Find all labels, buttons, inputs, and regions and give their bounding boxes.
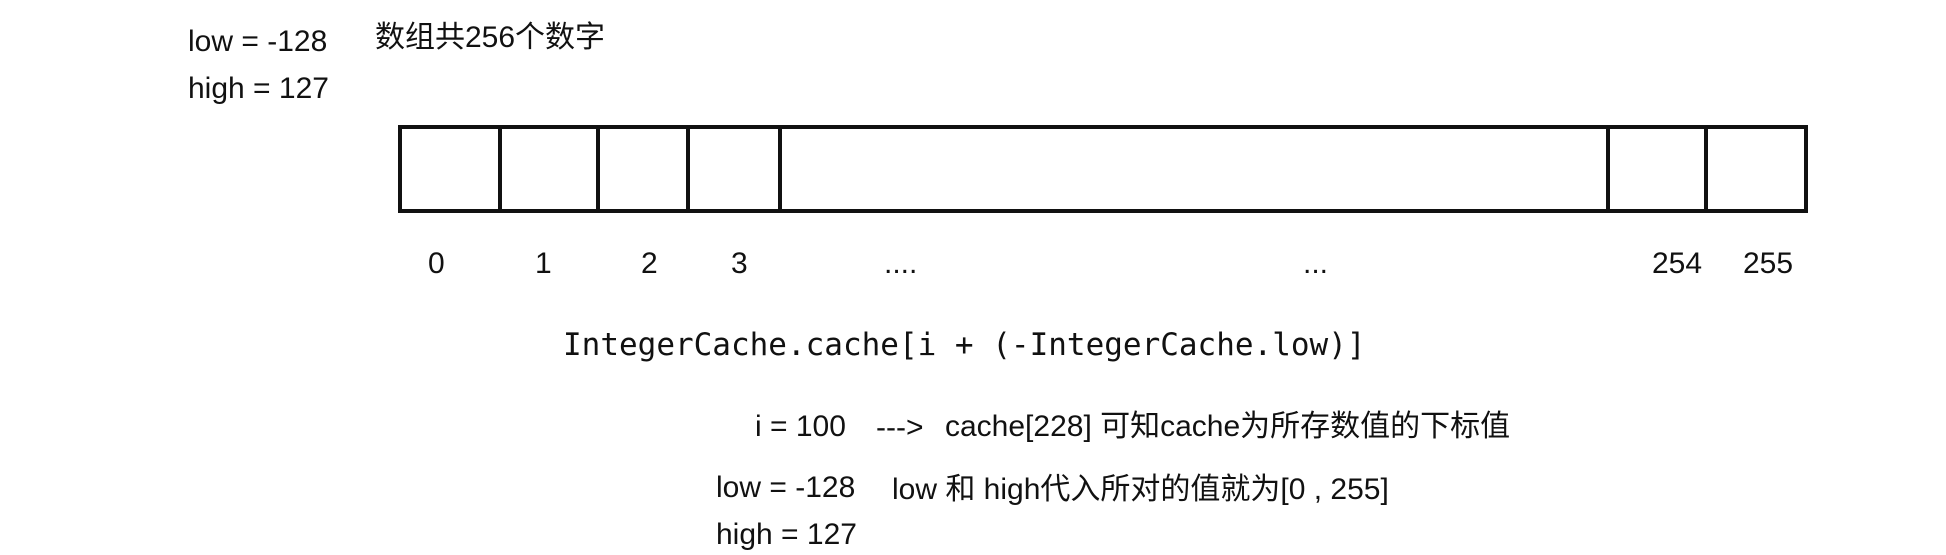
bottom-low-label: low = -128 — [716, 471, 856, 504]
index-label-255: 255 — [1743, 247, 1794, 280]
cell-divider-2 — [596, 129, 600, 209]
bottom-high-label: high = 127 — [716, 518, 857, 551]
array-box — [398, 125, 1808, 213]
index-label-ellipsis-2: ... — [1303, 247, 1329, 280]
index-label-2: 2 — [641, 247, 658, 280]
example-result: cache[228] 可知cache为所存数值的下标值 — [945, 410, 1511, 443]
index-label-3: 3 — [731, 247, 748, 280]
cell-divider-3 — [686, 129, 690, 209]
high-label: high = 127 — [188, 72, 329, 105]
example-arrow: ---> — [876, 411, 924, 444]
cell-divider-5 — [1606, 129, 1610, 209]
index-label-1: 1 — [535, 247, 552, 280]
bottom-note: low 和 high代入所对的值就为[0 , 255] — [892, 473, 1389, 506]
cell-divider-1 — [498, 129, 502, 209]
index-label-0: 0 — [428, 247, 445, 280]
index-label-ellipsis-1: .... — [884, 247, 918, 280]
array-count-note: 数组共256个数字 — [375, 21, 606, 54]
cell-divider-6 — [1704, 129, 1708, 209]
low-label: low = -128 — [188, 25, 328, 58]
cell-divider-4 — [778, 129, 782, 209]
cache-formula: IntegerCache.cache[i + (-IntegerCache.lo… — [563, 327, 1366, 363]
example-i-label: i = 100 — [755, 410, 846, 443]
index-label-254: 254 — [1652, 247, 1703, 280]
